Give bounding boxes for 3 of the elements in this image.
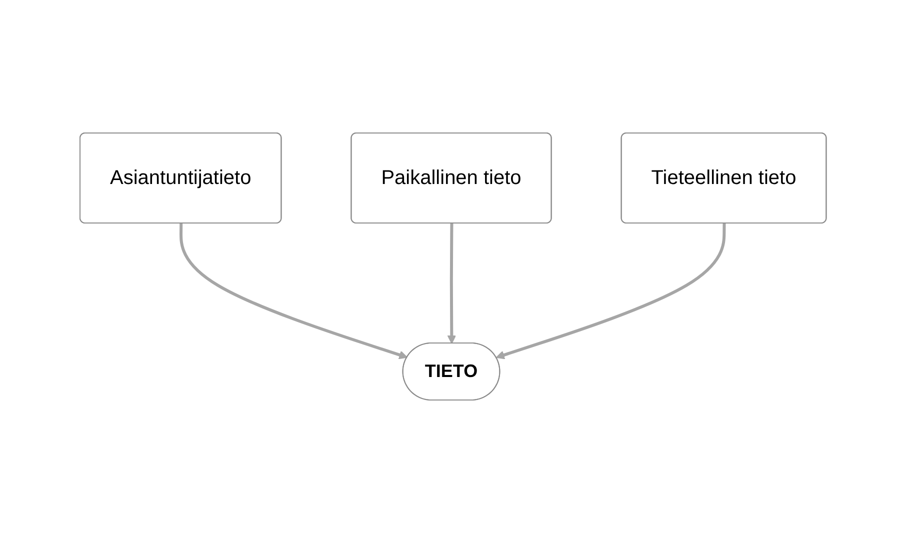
arrow (180, 223, 408, 360)
arrow (496, 223, 726, 360)
arrow (448, 223, 456, 344)
